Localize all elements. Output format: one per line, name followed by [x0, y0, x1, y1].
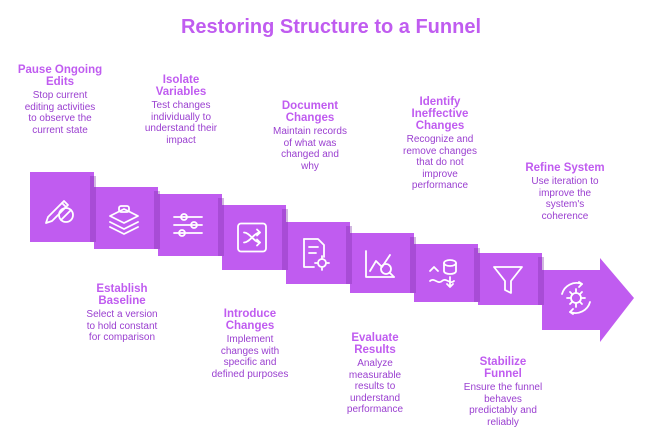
shuffle-box-icon [237, 222, 267, 253]
step-block-2 [94, 187, 160, 249]
step-block-1 [30, 172, 96, 242]
diagram-title: Restoring Structure to a Funnel [180, 16, 482, 38]
step-block-9 [542, 258, 634, 342]
funnel-icon [493, 266, 523, 294]
gear-cycle-icon [561, 281, 591, 315]
step-block-8 [478, 253, 544, 305]
database-filter-icon [429, 259, 457, 288]
document-gear-icon [303, 238, 330, 271]
layers-stack-icon [109, 205, 139, 235]
step-title: Refine System [525, 162, 605, 174]
step-block-4 [222, 205, 288, 270]
step-block-6 [350, 233, 416, 293]
sliders-icon [173, 213, 203, 237]
step-block-5 [286, 222, 352, 284]
chart-magnifier-icon [365, 250, 395, 278]
pencil-cancel-icon [45, 200, 74, 224]
